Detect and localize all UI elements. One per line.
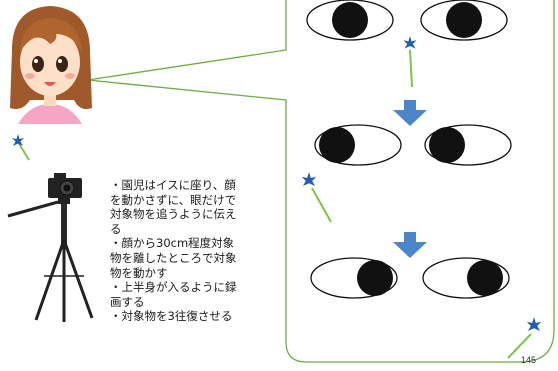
- down-arrow-icon: [393, 232, 427, 258]
- star-wand-icon: [507, 317, 542, 359]
- page-number: 145: [521, 355, 537, 365]
- eye-pair-center: [306, 0, 508, 41]
- note-line: ・対象物を3往復させる: [110, 309, 233, 324]
- note-line: 物を動かす: [110, 265, 168, 280]
- eye-pair-left: [314, 124, 512, 166]
- eye-panel-frame: [87, 0, 555, 363]
- camera-on-tripod-icon: [7, 173, 94, 322]
- note-line: 物を離したところで対象: [110, 250, 237, 265]
- note-line: ・園児はイスに座り、顔: [110, 178, 236, 192]
- instruction-notes: ・園児はイスに座り、顔 を動かさずに、眼だけで 対象物を追うように伝え る ・顔…: [110, 178, 285, 324]
- star-wand-icon: [301, 172, 332, 223]
- note-line: 画する: [110, 294, 145, 309]
- note-line: ・上半身が入るように録: [110, 280, 237, 295]
- eye-pair-right: [310, 257, 510, 299]
- down-arrow-icon: [393, 100, 427, 126]
- note-line: る: [110, 221, 122, 236]
- note-line: 対象物を追うように伝え: [110, 207, 237, 222]
- note-line: ・顔から30cm程度対象: [110, 236, 235, 251]
- note-line: を動かさずに、眼だけで: [110, 192, 237, 207]
- girl-face-icon: [10, 6, 92, 124]
- star-wand-icon: [403, 36, 417, 88]
- star-wand-icon: [12, 134, 30, 161]
